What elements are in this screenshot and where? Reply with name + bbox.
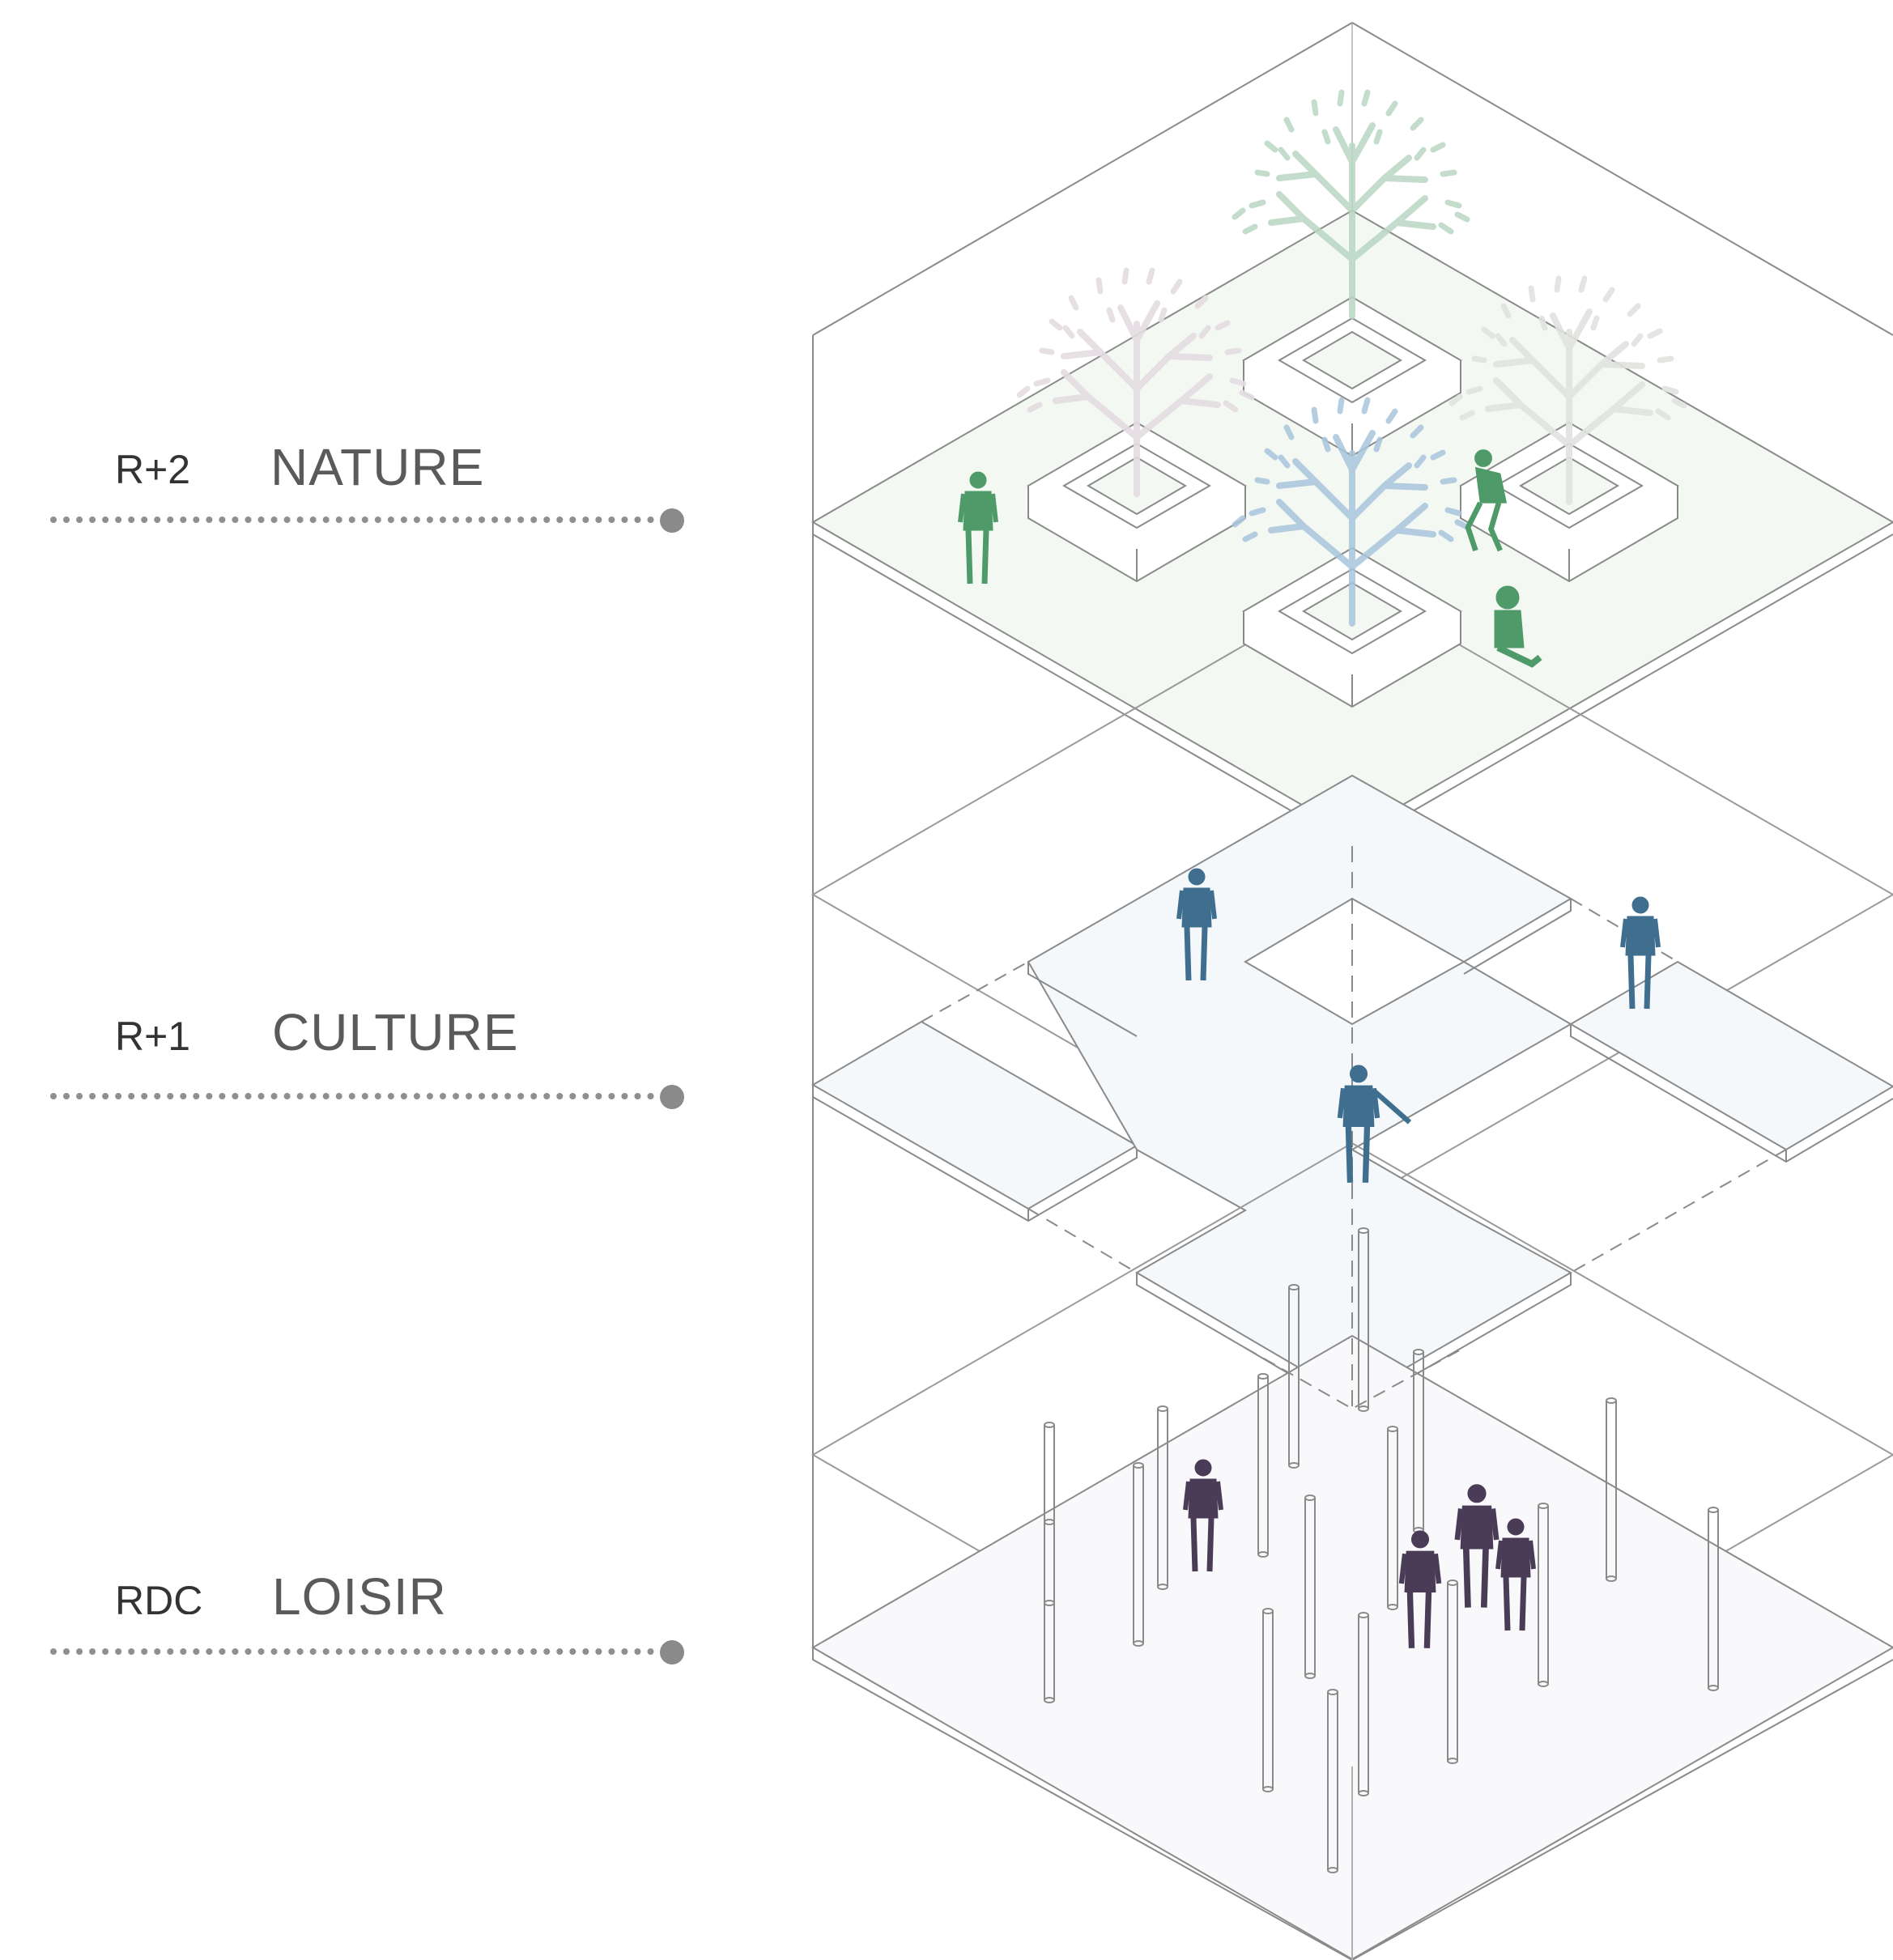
leader-line-r1 — [50, 1093, 667, 1099]
level-code-rdc: RDC — [115, 1580, 203, 1614]
level-code-r1: R+1 — [115, 1016, 191, 1050]
slab-rdc — [811, 1334, 1893, 1960]
person-icon — [1465, 449, 1508, 552]
leader-line-r2 — [50, 517, 667, 523]
roof-outline — [812, 22, 1893, 336]
level-name-loisir: LOISIR — [272, 1567, 447, 1626]
leader-dot-r2 — [660, 508, 684, 533]
slab-r1-void — [1244, 897, 1466, 1026]
person-icon — [1340, 1065, 1412, 1183]
level-name-culture: CULTURE — [272, 1003, 519, 1061]
planter-icon — [1242, 295, 1462, 457]
leader-dot-rdc — [660, 1640, 684, 1665]
level-code-r2: R+2 — [115, 449, 191, 483]
slab-r1-east — [1569, 960, 1893, 1151]
leader-line-rdc — [50, 1648, 667, 1655]
level-name-nature: NATURE — [270, 438, 485, 496]
person-icon — [1494, 585, 1542, 668]
leader-dot-r1 — [660, 1085, 684, 1109]
